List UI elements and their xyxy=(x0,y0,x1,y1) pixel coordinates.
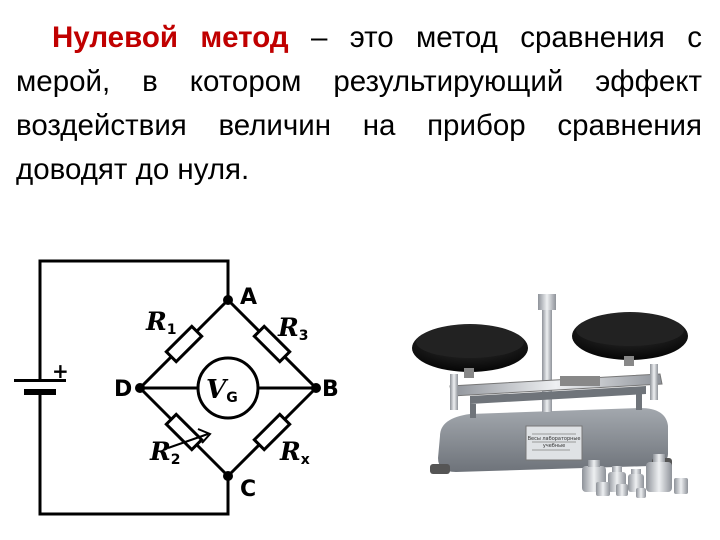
rx-label: Rx xyxy=(279,437,310,468)
definition-paragraph: Нулевой метод – это метод сравнения с ме… xyxy=(16,16,702,192)
node-d-label: D xyxy=(114,377,132,402)
node-a-label: A xyxy=(240,285,257,310)
node-b-label: B xyxy=(322,377,339,402)
resistor-rx xyxy=(252,412,292,452)
battery-symbol xyxy=(14,379,66,395)
balance-pan-left xyxy=(412,324,528,378)
galvanometer-symbol xyxy=(196,356,260,420)
r1-label: R1 xyxy=(145,307,177,338)
balance-scale-image: Весы лабораторные учебные xyxy=(412,294,688,498)
balance-plate-line-2: учебные xyxy=(543,443,565,449)
definition-term: Нулевой метод xyxy=(52,21,289,54)
resistor-r2 xyxy=(164,412,204,452)
resistor-r3 xyxy=(252,324,292,364)
balance-pan-right xyxy=(572,312,688,366)
battery-plus-label: + xyxy=(52,359,69,383)
resistor-r1 xyxy=(164,324,204,364)
balance-plate-line-1: Весы лабораторные xyxy=(528,436,581,442)
circuit-wires xyxy=(38,259,318,516)
galvanometer-label: VG xyxy=(206,375,238,406)
variable-resistor-arrow xyxy=(167,428,212,449)
node-dots xyxy=(135,295,321,481)
node-c-label: C xyxy=(240,477,256,502)
definition-text: – это метод сравнения с мерой, в котором… xyxy=(16,21,702,186)
r2-label: R2 xyxy=(149,437,181,468)
weights-set xyxy=(582,454,688,498)
wheatstone-bridge-diagram: + VG A D B C R1 R3 R2 Rx xyxy=(14,259,339,516)
r3-label: R3 xyxy=(277,313,309,344)
balance-beam xyxy=(449,294,663,418)
